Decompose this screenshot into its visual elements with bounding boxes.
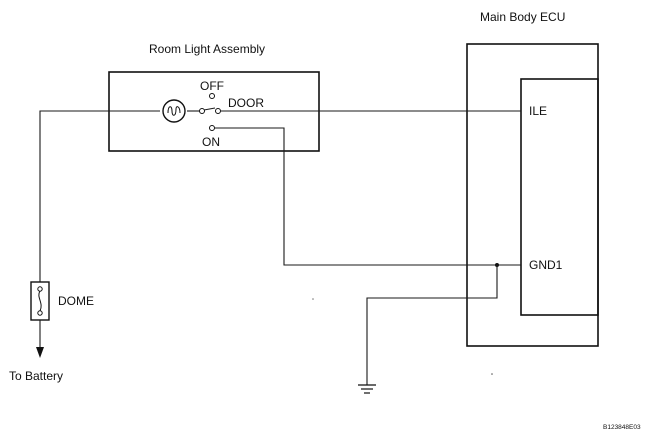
- light-bulb-icon: [162, 99, 186, 123]
- ecu-pin-ile: ILE: [529, 104, 547, 118]
- switch-on-contact: [209, 125, 215, 131]
- fuse-icon: [30, 281, 50, 321]
- fuse-label: DOME: [58, 294, 94, 308]
- ground-wire: [366, 265, 498, 385]
- battery-label: To Battery: [9, 369, 63, 383]
- stray-dot: [491, 373, 493, 375]
- on-to-gnd1-wire: [215, 127, 521, 266]
- switch-off-label: OFF: [200, 79, 224, 93]
- figure-code: B123848E03: [603, 424, 641, 431]
- switch-blade: [203, 107, 216, 111]
- ecu-pin-gnd1: GND1: [529, 258, 563, 272]
- switch-off-contact: [209, 93, 215, 99]
- switch-common-contact: [199, 108, 205, 114]
- switch-door-contact: [215, 108, 221, 114]
- bulb-to-fuse-wire: [39, 110, 160, 282]
- arrow-down-icon: [36, 347, 44, 358]
- switch-on-label: ON: [202, 135, 220, 149]
- switch-contacts: [199, 93, 221, 131]
- ecu-connector-block: [520, 78, 599, 316]
- ecu-housing: [466, 43, 599, 347]
- ground-icon: [358, 384, 376, 394]
- switch-door-label: DOOR: [228, 96, 264, 110]
- room-light-title: Room Light Assembly: [149, 42, 265, 56]
- stray-dot: [312, 298, 314, 300]
- ecu-title: Main Body ECU: [480, 10, 565, 24]
